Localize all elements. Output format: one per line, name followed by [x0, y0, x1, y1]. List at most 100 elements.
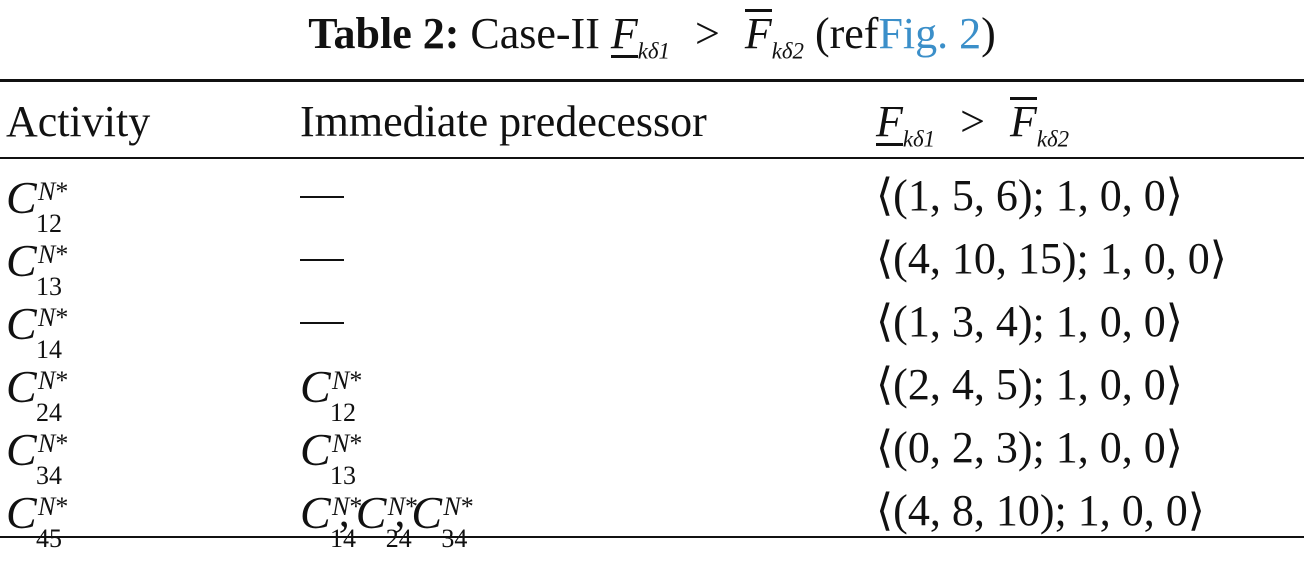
- symbol-subscript: 34: [441, 524, 468, 553]
- symbol-superscript: N*: [38, 290, 68, 346]
- table-bottom-rule: [0, 536, 1304, 538]
- symbol-superscript: N*: [332, 479, 362, 535]
- caption-ref-open: (ref: [814, 9, 879, 58]
- fuzzy-value-cell: ⟨(0, 2, 3); 1, 0, 0⟩: [876, 423, 1183, 472]
- symbol-subscript: 14: [330, 524, 356, 553]
- symbol-letter: C: [300, 424, 331, 475]
- caption-relation: >: [695, 9, 720, 58]
- symbol-superscript: N*: [38, 227, 68, 283]
- symbol-letter: C: [6, 172, 37, 223]
- header-predecessor: Immediate predecessor: [300, 97, 707, 146]
- symbol-letter: C: [300, 361, 331, 412]
- predecessor-separator: ,: [338, 487, 350, 536]
- header-var1-sub: kδ1: [902, 126, 936, 152]
- symbol-superscript: N*: [38, 416, 68, 472]
- header-gt: >: [960, 97, 985, 146]
- superscript-star: *: [405, 492, 419, 521]
- symbol-letter: C: [6, 235, 37, 286]
- predecessor-cell: [300, 294, 344, 357]
- symbol-subscript: 12: [330, 398, 356, 427]
- symbol-superscript: N*: [38, 479, 68, 535]
- superscript-letter: N: [387, 492, 406, 521]
- symbol-letter: C: [300, 487, 331, 538]
- superscript-letter: N: [443, 492, 461, 521]
- caption-ref-close: ): [981, 9, 996, 58]
- figure-link[interactable]: Fig. 2: [878, 9, 982, 58]
- symbol-subscript: 34: [36, 461, 62, 490]
- superscript-star: *: [460, 492, 474, 521]
- superscript-letter: N: [38, 177, 56, 206]
- caption-var1-sub: kδ1: [637, 38, 670, 64]
- symbol-subscript: 24: [385, 524, 412, 553]
- fuzzy-value-cell: ⟨(1, 5, 6); 1, 0, 0⟩: [876, 171, 1183, 220]
- superscript-letter: N: [38, 240, 56, 269]
- superscript-star: *: [349, 366, 363, 395]
- header-var1: F: [876, 97, 903, 146]
- caption-var2: F: [744, 9, 772, 58]
- caption-label: Table 2:: [308, 9, 460, 58]
- symbol-superscript: N*: [388, 479, 418, 535]
- symbol-subscript: 45: [36, 524, 62, 553]
- header-var2: F: [1009, 97, 1037, 146]
- no-predecessor-dash: [300, 195, 344, 198]
- superscript-star: *: [55, 366, 69, 395]
- symbol-subscript: 14: [36, 335, 62, 364]
- superscript-star: *: [55, 177, 69, 206]
- symbol-letter: C: [6, 424, 37, 475]
- predecessor-separator: ,: [394, 487, 406, 536]
- symbol-subscript: 24: [36, 398, 62, 427]
- symbol-superscript: N*: [332, 416, 362, 472]
- symbol-letter: C: [411, 487, 443, 538]
- superscript-star: *: [55, 429, 69, 458]
- superscript-letter: N: [38, 429, 56, 458]
- table-header-rule: [0, 157, 1304, 159]
- superscript-letter: N: [332, 492, 350, 521]
- symbol-superscript: N*: [443, 479, 473, 535]
- symbol-superscript: N*: [38, 353, 68, 409]
- symbol-subscript: 12: [36, 209, 62, 238]
- superscript-star: *: [55, 240, 69, 269]
- superscript-letter: N: [38, 303, 56, 332]
- superscript-letter: N: [332, 366, 350, 395]
- superscript-letter: N: [38, 492, 56, 521]
- symbol-letter: C: [355, 487, 387, 538]
- predecessor-cell: [300, 231, 344, 294]
- no-predecessor-dash: [300, 321, 344, 324]
- superscript-star: *: [55, 303, 69, 332]
- caption-var1: F: [610, 9, 638, 58]
- symbol-subscript: 13: [36, 272, 62, 301]
- header-activity: Activity: [6, 97, 151, 146]
- symbol-superscript: N*: [332, 353, 362, 409]
- symbol-letter: C: [6, 298, 37, 349]
- symbol-letter: C: [6, 361, 37, 412]
- document-page: Table 2: Case-II Fkδ1 > Fkδ2 (refFig. 2)…: [0, 6, 1304, 553]
- fuzzy-value-cell: ⟨(4, 8, 10); 1, 0, 0⟩: [876, 486, 1205, 535]
- symbol-superscript: N*: [38, 164, 68, 220]
- superscript-star: *: [349, 429, 363, 458]
- symbol-letter: C: [6, 487, 37, 538]
- superscript-star: *: [55, 492, 69, 521]
- predecessor-cell: [300, 168, 344, 231]
- symbol-subscript: 13: [330, 461, 356, 490]
- table-caption: Table 2: Case-II Fkδ1 > Fkδ2 (refFig. 2): [0, 6, 1304, 79]
- superscript-letter: N: [332, 429, 350, 458]
- no-predecessor-dash: [300, 258, 344, 261]
